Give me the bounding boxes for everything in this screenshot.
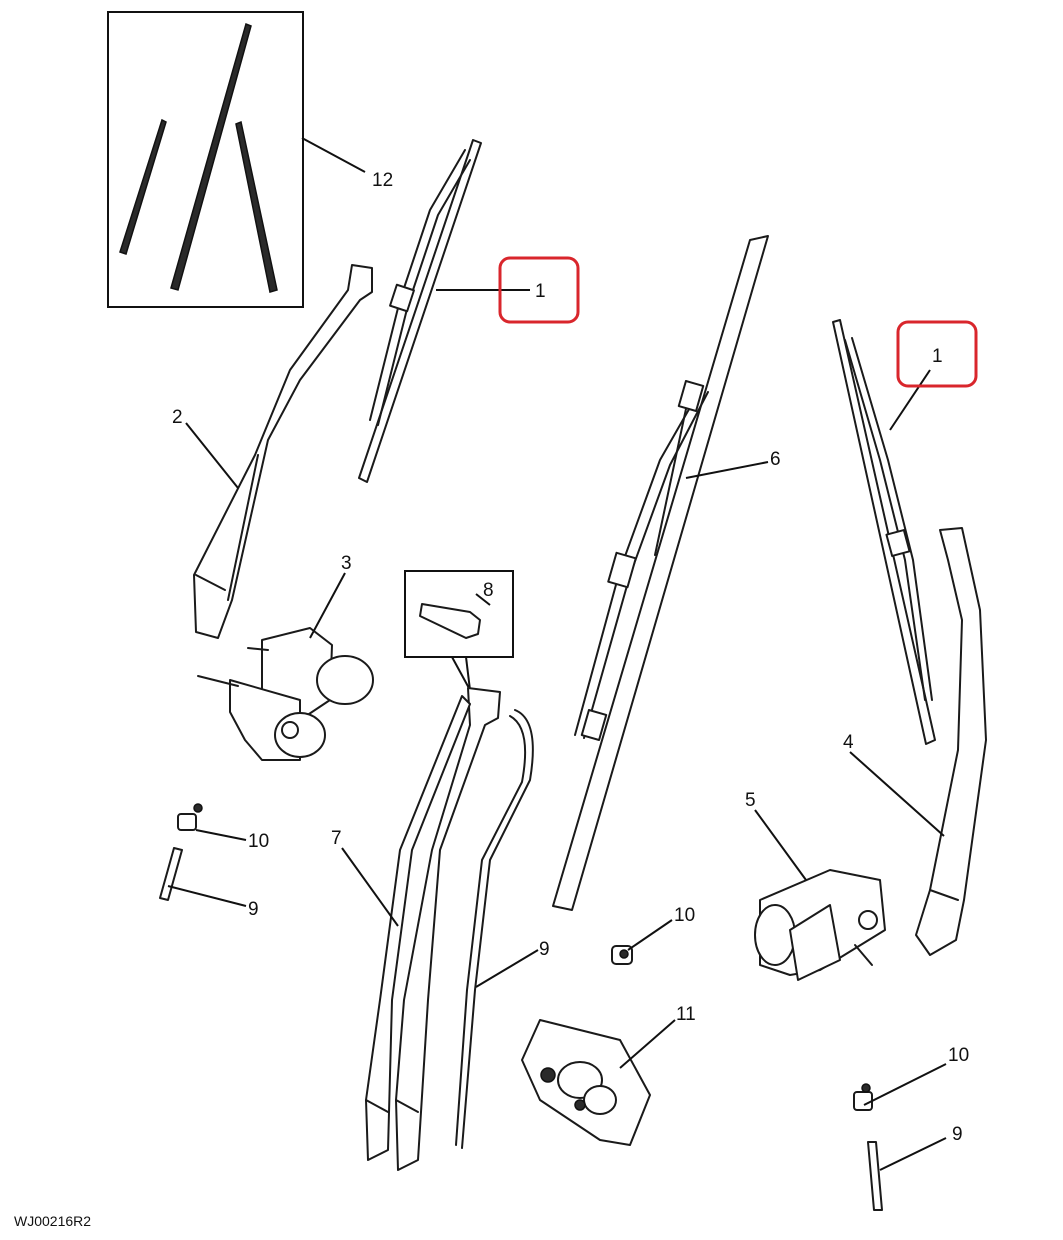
inset-blade-long <box>170 22 252 291</box>
wiper-motor-right <box>754 869 886 981</box>
highlight-box-1-left <box>498 256 580 324</box>
callout-10-center: 10 <box>674 905 695 926</box>
callout-8: 8 <box>483 580 494 601</box>
nozzle-inset <box>404 570 514 691</box>
callout-10-left: 10 <box>248 831 269 852</box>
inset-box-8 <box>404 570 514 658</box>
inset-blade-short <box>119 118 167 255</box>
callout-12: 12 <box>372 170 393 191</box>
inset-blade-mid <box>235 120 278 293</box>
callout-7: 7 <box>331 828 342 849</box>
leader-lines <box>167 137 947 1171</box>
callout-10-right: 10 <box>948 1045 969 1066</box>
connector-right <box>853 1083 873 1111</box>
callout-1-right: 1 <box>932 346 943 367</box>
blade-set-inset <box>107 11 304 308</box>
wiper-arm-double <box>365 687 501 1171</box>
inset-box-12 <box>107 11 304 308</box>
wiper-arm-right <box>915 527 987 956</box>
callout-5: 5 <box>745 790 756 811</box>
callout-4: 4 <box>843 732 854 753</box>
wiper-motor-center <box>521 1019 651 1146</box>
callout-9-center: 9 <box>539 939 550 960</box>
callout-2: 2 <box>172 407 183 428</box>
callout-9-left: 9 <box>248 899 259 920</box>
connector-left <box>177 803 203 831</box>
connector-center <box>611 945 633 965</box>
wiper-blade-right <box>832 319 936 745</box>
callout-11: 11 <box>676 1004 696 1025</box>
wiper-arm-left <box>193 264 373 639</box>
figure-id: WJ00216R2 <box>14 1213 91 1229</box>
washer-hose-center <box>455 709 534 1149</box>
callout-1-left: 1 <box>535 281 546 302</box>
callout-9-right: 9 <box>952 1124 963 1145</box>
washer-tube-left <box>159 847 183 901</box>
wiper-motor-left <box>197 627 374 761</box>
highlight-box-1-right <box>896 320 978 388</box>
callout-3: 3 <box>341 553 352 574</box>
washer-tube-right <box>867 1141 883 1211</box>
callout-6: 6 <box>770 449 781 470</box>
wiper-blade-left <box>358 139 482 483</box>
wiper-blade-center <box>552 235 769 911</box>
